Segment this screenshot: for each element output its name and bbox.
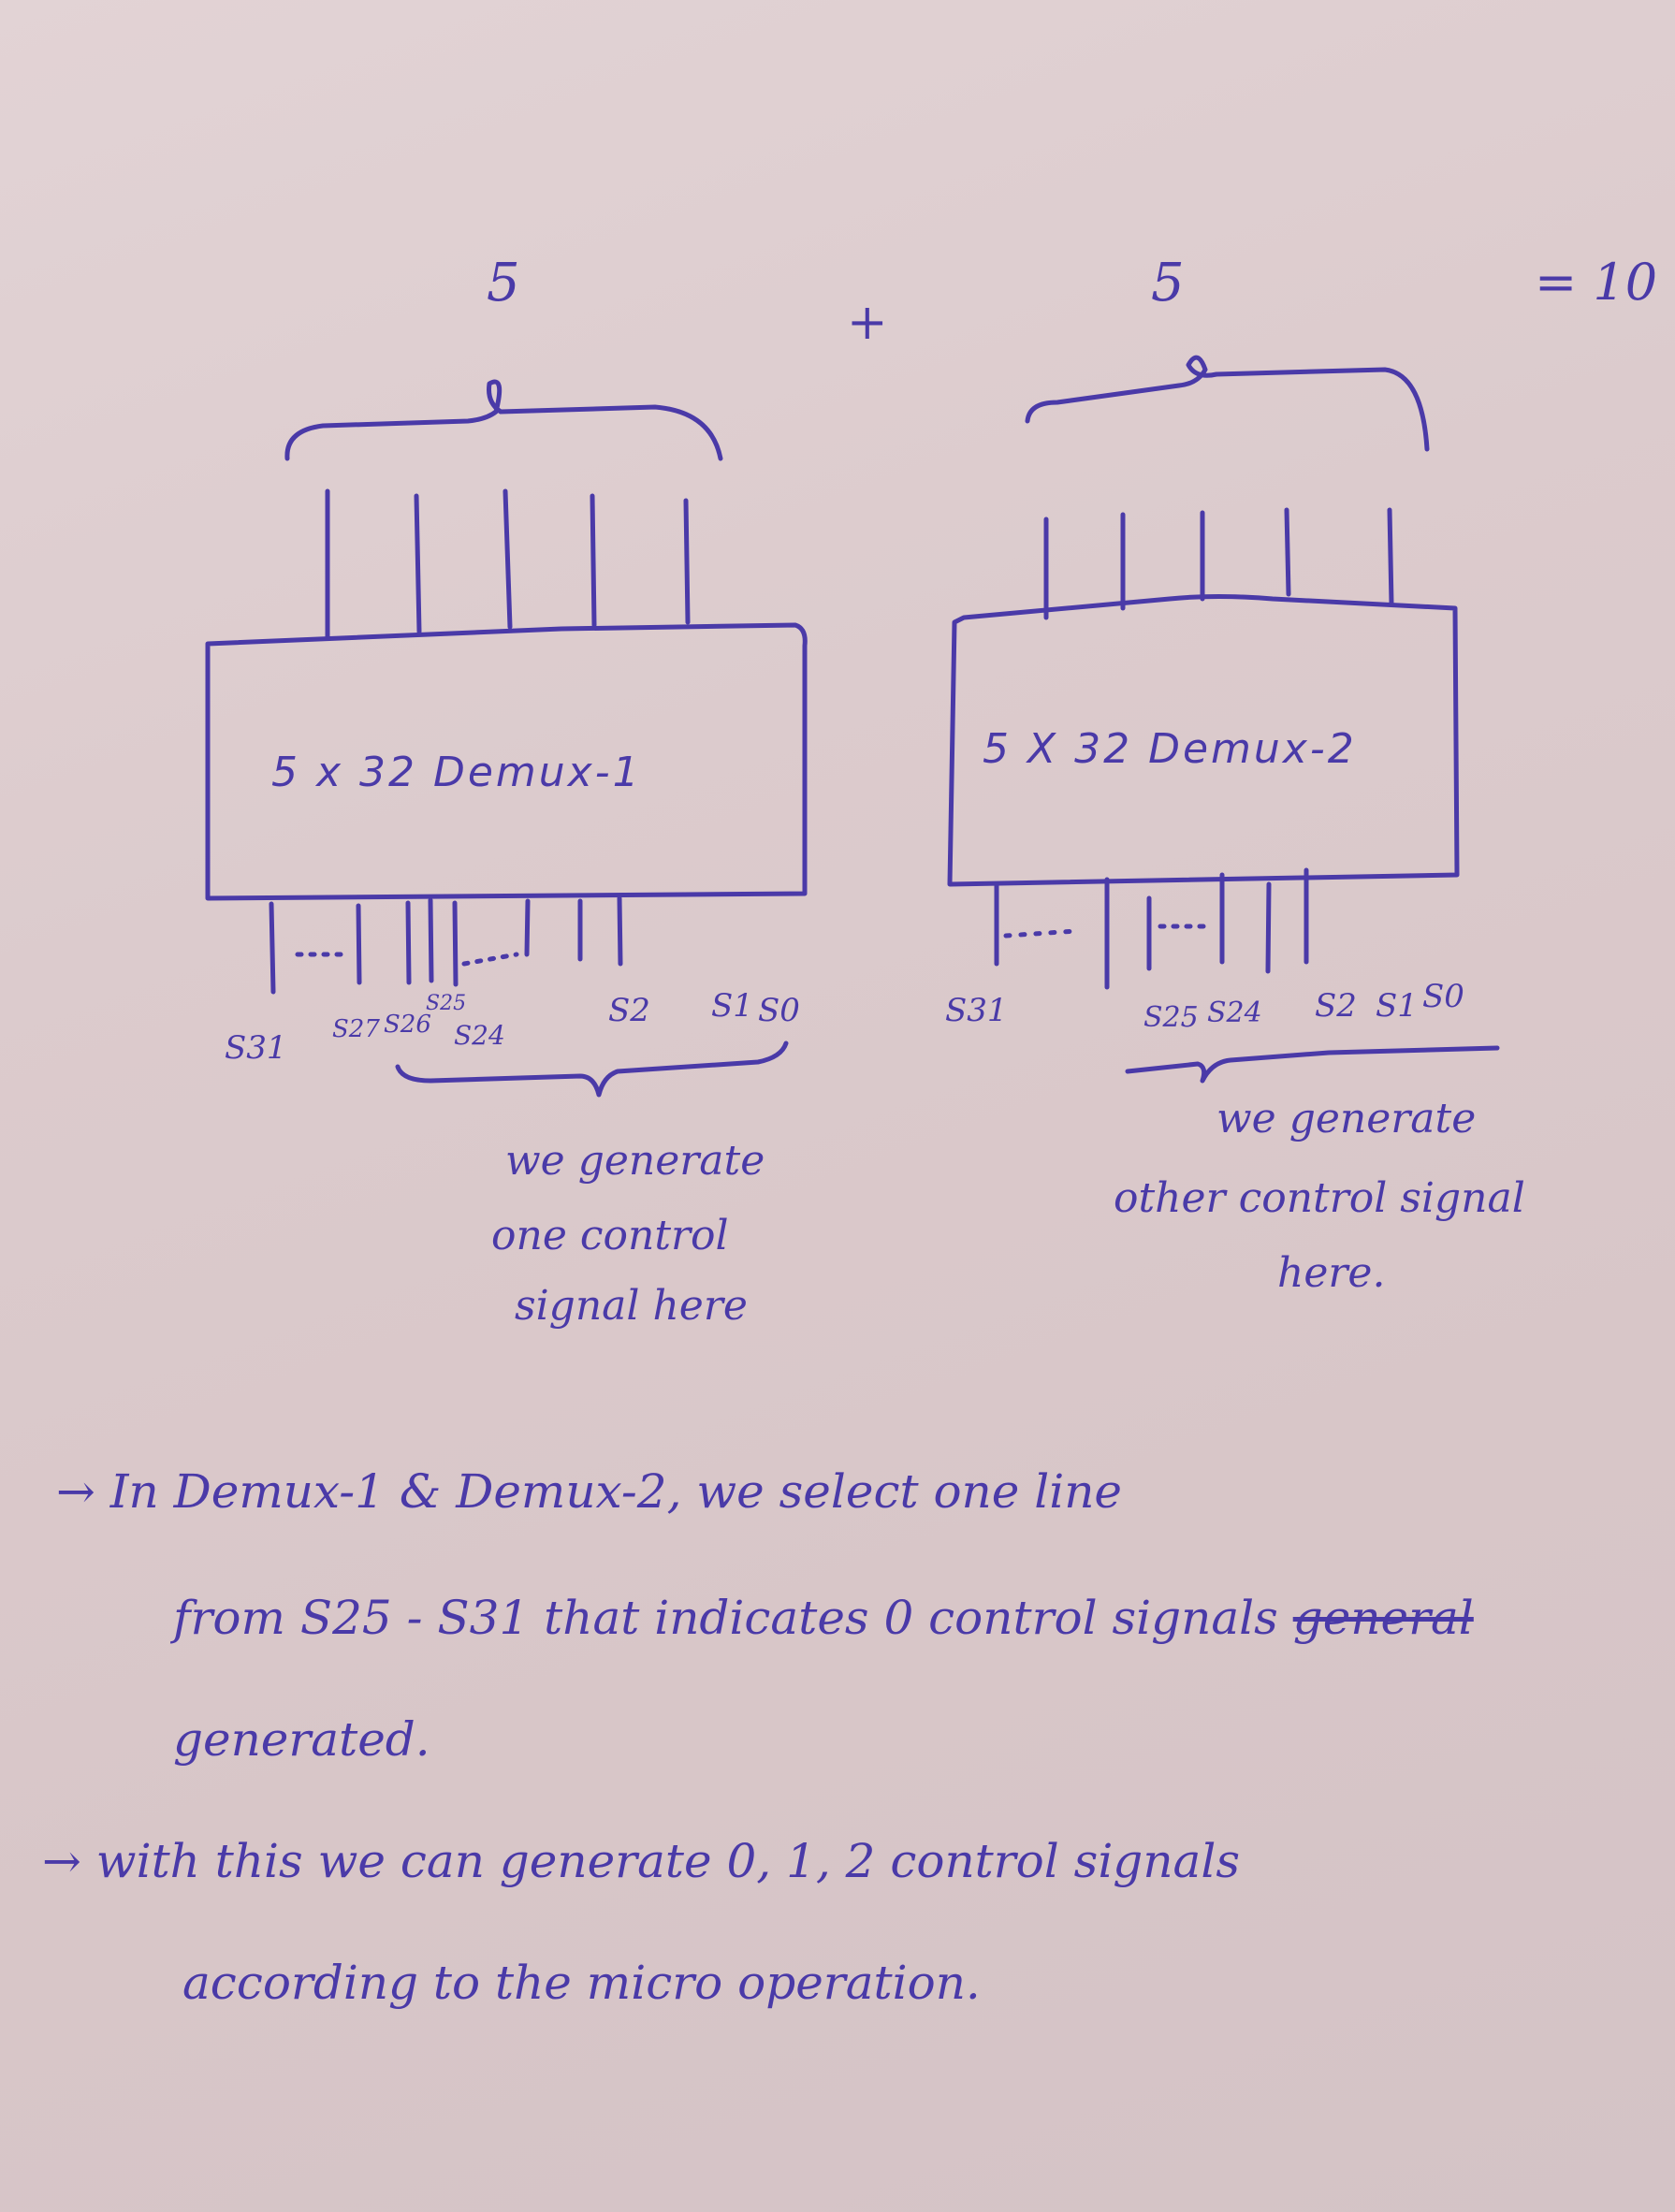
note-line-1: → In Demux-1 & Demux-2, we select one li… <box>56 1464 1123 1519</box>
output-label: S31 <box>945 992 1008 1029</box>
output-label: S0 <box>758 992 800 1029</box>
brace-demux1-outputs <box>395 1041 789 1098</box>
output-label: S0 <box>1422 978 1464 1015</box>
output-label: S25 <box>426 992 467 1015</box>
output-label: S24 <box>454 1020 505 1051</box>
output-label: S2 <box>1315 987 1357 1025</box>
output-label: S1 <box>1376 987 1418 1025</box>
note-line-2: from S25 - S31 that indicates 0 control … <box>173 1591 1474 1645</box>
output-label: S2 <box>608 992 650 1029</box>
total-count: = 10 <box>1535 253 1658 312</box>
brace-demux1 <box>284 379 723 461</box>
note-line-4: → with this we can generate 0, 1, 2 cont… <box>42 1834 1240 1888</box>
output-label: S26 <box>384 1011 431 1039</box>
demux2-label: 5 X 32 Demux-2 <box>983 725 1357 773</box>
struck-word: general <box>1292 1591 1474 1645</box>
brace-demux2 <box>1025 355 1430 452</box>
demux2-box <box>947 594 1460 887</box>
demux1-label: 5 x 32 Demux-1 <box>271 749 642 796</box>
right-count: 5 <box>1151 253 1185 313</box>
plus-sign: + <box>847 295 888 351</box>
output-label: S24 <box>1207 997 1262 1029</box>
demux1-box <box>205 622 808 901</box>
output-label: S27 <box>332 1015 380 1043</box>
output-label: S25 <box>1143 1001 1199 1034</box>
output-label: S1 <box>711 987 753 1025</box>
note-line-5: according to the micro operation. <box>182 1956 981 2010</box>
left-count: 5 <box>487 253 520 313</box>
output-label: S31 <box>225 1029 287 1067</box>
note-line-3: generated. <box>173 1712 430 1767</box>
